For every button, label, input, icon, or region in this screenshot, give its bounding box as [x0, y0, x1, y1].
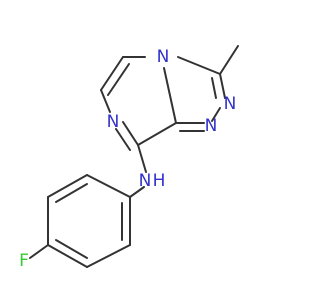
bond-n4-c3 [177, 56, 221, 75]
bond-c8-c8a [137, 122, 177, 146]
bond-aryl-2-3-double [55, 183, 88, 203]
bond-ring6-c1-c2 [100, 56, 124, 91]
atom-n-ring5-right: N [224, 94, 237, 114]
bond-aryl-5-6 [86, 244, 131, 268]
atom-n-ring6-top: N [157, 47, 170, 67]
bond-c3-n2-double [211, 77, 217, 99]
molecule-canvas: N N N N N H F [19, 45, 239, 271]
atom-n-ring6-left: N [107, 112, 120, 132]
bond-n1-n2 [211, 107, 221, 122]
bond-ring6-n1-c8-double [115, 128, 131, 151]
atom-f-fluoro: F [19, 251, 29, 271]
bond-c3-n2 [219, 73, 226, 99]
atom-n-amine: N [139, 171, 152, 191]
bond-aryl-4-5-double [55, 239, 88, 259]
bond-nh-aryl [129, 186, 145, 198]
bond-c8a-n4 [163, 67, 177, 124]
bond-aryl-4-5 [47, 244, 88, 268]
bond-ring6-c2-n1 [100, 89, 111, 113]
structure-diagram: N N N N N H F [19, 45, 239, 271]
bond-ring6-n1-c8 [122, 121, 139, 146]
bond-aryl-f [29, 244, 49, 259]
atom-h-amine: H [153, 171, 166, 191]
bond-ring6-c1-c2-double [107, 63, 130, 96]
bond-c3-methyl [219, 45, 239, 75]
bond-aryl-1-2 [86, 174, 131, 198]
bond-c8-nh [137, 144, 147, 173]
bond-aryl-2-3 [47, 174, 88, 198]
atom-n-ring5-bottom: N [205, 116, 218, 136]
